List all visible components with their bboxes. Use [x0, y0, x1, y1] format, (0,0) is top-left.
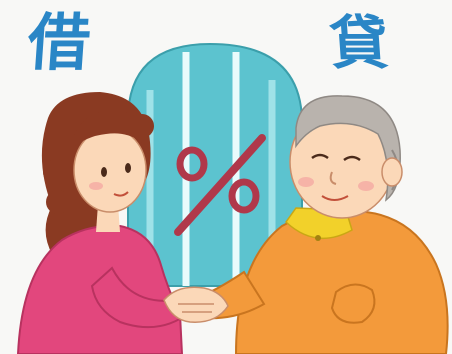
- handshake: [163, 286, 229, 323]
- woman-figure: [16, 92, 192, 354]
- lend-character: 貸: [327, 9, 391, 77]
- borrow-character: 借: [25, 6, 93, 79]
- percent-symbol: [174, 134, 266, 236]
- man-figure: [194, 95, 449, 354]
